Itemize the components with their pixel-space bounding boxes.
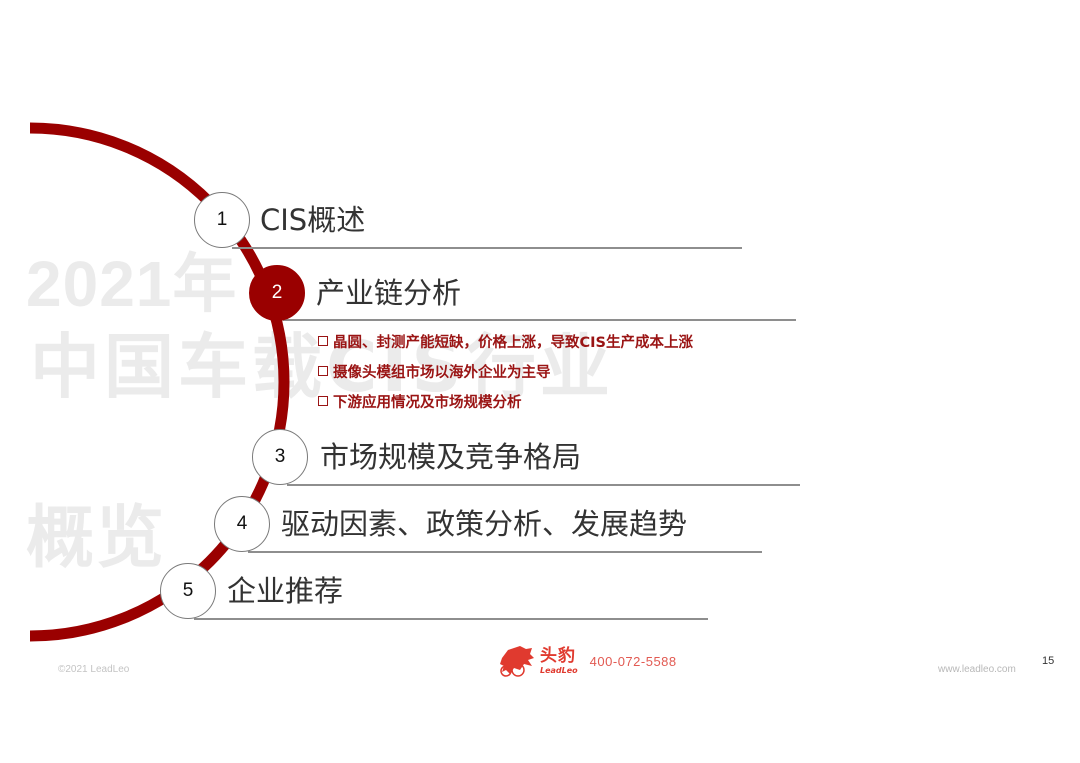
phone-number: 400-072-5588 <box>589 653 677 669</box>
checkbox-bullet-icon <box>318 336 328 346</box>
agenda-subitem: 下游应用情况及市场规模分析 <box>318 396 522 411</box>
website-link[interactable]: www.leadleo.com <box>938 664 1016 675</box>
agenda-node-2-active[interactable]: 2 <box>249 265 305 321</box>
agenda-rule-2 <box>283 319 796 321</box>
agenda-node-5[interactable]: 5 <box>160 563 216 619</box>
agenda-title-5[interactable]: 企业推荐 <box>227 574 344 608</box>
page-number: 15 <box>1042 655 1055 667</box>
watermark-title: 中国车载CIS行业 <box>30 326 614 408</box>
agenda-rule-5 <box>194 618 708 620</box>
checkbox-bullet-icon <box>318 396 328 406</box>
watermark-year: 2021年 <box>26 248 238 320</box>
leopard-head-icon <box>500 646 534 677</box>
agenda-node-4[interactable]: 4 <box>214 496 270 552</box>
agenda-title-2[interactable]: 产业链分析 <box>316 276 462 310</box>
agenda-title-3[interactable]: 市场规模及竞争格局 <box>320 440 582 474</box>
brand-name-cn: 头豹 <box>540 645 576 666</box>
agenda-title-1[interactable]: CIS概述 <box>260 203 366 237</box>
agenda-rule-4 <box>248 551 762 553</box>
agenda-node-3[interactable]: 3 <box>252 429 308 485</box>
brand-name-en: LeadLeo <box>540 665 578 675</box>
agenda-rule-3 <box>287 484 800 486</box>
agenda-subitem: 摄像头模组市场以海外企业为主导 <box>318 366 551 381</box>
checkbox-bullet-icon <box>318 366 328 376</box>
brand-logo: 头豹 LeadLeo 400-072-5588 <box>498 644 677 678</box>
agenda-subitem: 晶圆、封测产能短缺，价格上涨，导致CIS生产成本上涨 <box>318 336 693 351</box>
agenda-node-1[interactable]: 1 <box>194 192 250 248</box>
agenda-rule-1 <box>232 247 742 249</box>
watermark-subtitle: 概览 <box>26 499 167 578</box>
copyright-text: ©2021 LeadLeo <box>58 664 130 675</box>
agenda-title-4[interactable]: 驱动因素、政策分析、发展趋势 <box>281 507 688 541</box>
